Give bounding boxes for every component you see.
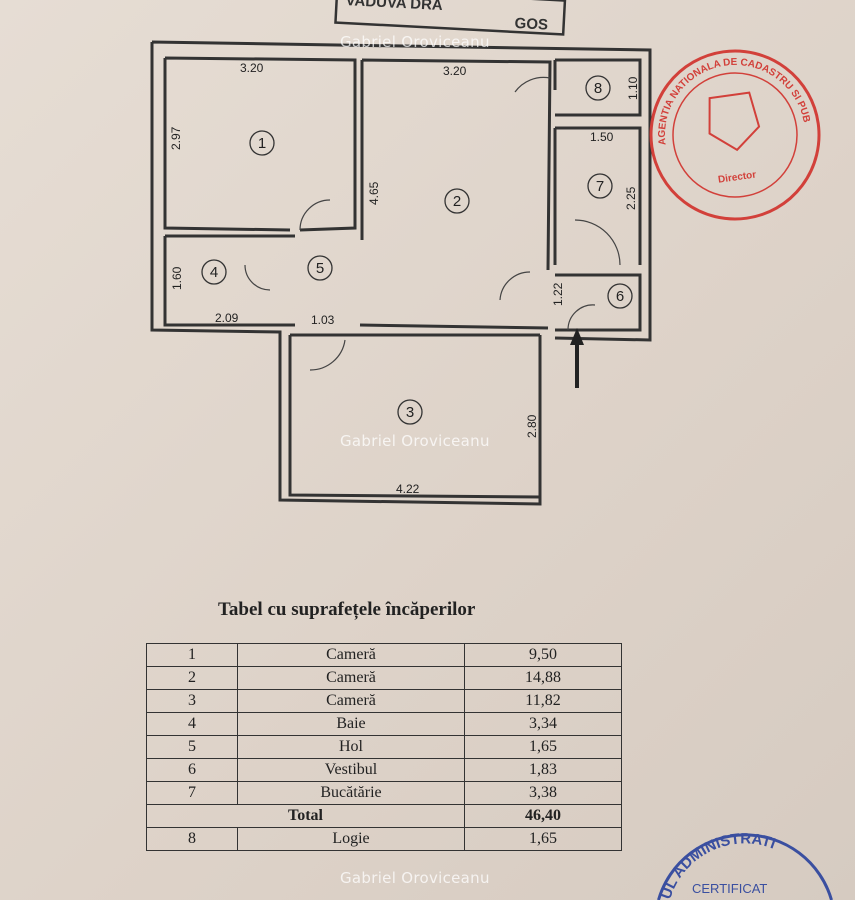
- dim-room6-width: 1.22: [551, 282, 565, 306]
- dim-room7-width: 1.50: [590, 130, 614, 144]
- room-name: Cameră: [237, 689, 465, 713]
- room-area: 3,34: [464, 712, 622, 736]
- certificate-stamp: UL ADMINISTRATI CERTIFICAT: [657, 830, 833, 900]
- dim-room3-width: 4.22: [396, 482, 420, 496]
- watermark: Gabriel Oroviceanu: [340, 432, 490, 450]
- dim-room8-height: 1.10: [626, 76, 640, 100]
- dim-room2-height: 4.65: [367, 181, 381, 205]
- room-area: 1,83: [464, 758, 622, 782]
- room-number-circles: [201, 75, 633, 425]
- room-name: Cameră: [237, 666, 465, 690]
- total-area: 46,40: [464, 804, 622, 828]
- room-area: 1,65: [464, 827, 622, 851]
- room-no: 2: [146, 666, 238, 690]
- stamp-certificat: CERTIFICAT: [692, 881, 767, 896]
- room-area: 1,65: [464, 735, 622, 759]
- room-no: 6: [146, 758, 238, 782]
- watermark: Gabriel Oroviceanu: [340, 33, 490, 51]
- room-no: 7: [146, 781, 238, 805]
- coat-of-arms-icon: [708, 91, 761, 152]
- walls: [150, 40, 652, 506]
- header-stamp-left: VADUVA DRA: [345, 0, 443, 14]
- table-title: Tabel cu suprafețele încăperilor: [218, 599, 476, 620]
- entry-arrow: [570, 328, 584, 388]
- room-number-8: 8: [594, 80, 602, 97]
- room-number-7: 7: [596, 178, 604, 195]
- room-number-6: 6: [616, 288, 624, 305]
- dim-room7-height: 2.25: [624, 186, 638, 210]
- room-name: Cameră: [237, 643, 465, 667]
- header-stamp-right: GOS: [514, 15, 548, 34]
- room-number-1: 1: [258, 135, 266, 152]
- room-number-5: 5: [316, 260, 324, 277]
- room-area: 3,38: [464, 781, 622, 805]
- header-stamp: VADUVA DRA GOS: [334, 0, 567, 36]
- room-no: 1: [146, 643, 238, 667]
- room-number-3: 3: [406, 404, 414, 421]
- dim-hall-width: 1.03: [311, 313, 335, 327]
- room-name: Logie: [237, 827, 465, 851]
- room-name: Baie: [237, 712, 465, 736]
- total-label: Total: [146, 804, 465, 828]
- room-no: 8: [146, 827, 238, 851]
- room-area: 11,82: [464, 689, 622, 713]
- dim-room4-height: 1.60: [170, 266, 184, 290]
- room-no: 5: [146, 735, 238, 759]
- room-area: 9,50: [464, 643, 622, 667]
- watermark: Gabriel Oroviceanu: [340, 869, 490, 887]
- room-name: Vestibul: [237, 758, 465, 782]
- dim-room2-width: 3.20: [443, 64, 467, 78]
- room-name: Bucătărie: [237, 781, 465, 805]
- room-number-4: 4: [210, 264, 218, 281]
- dim-room1-height: 2.97: [169, 126, 183, 150]
- room-area: 14,88: [464, 666, 622, 690]
- door-swings: [244, 76, 621, 371]
- room-no: 4: [146, 712, 238, 736]
- dim-room1-width: 3.20: [240, 61, 264, 75]
- room-name: Hol: [237, 735, 465, 759]
- dim-room4-width: 2.09: [215, 311, 239, 325]
- room-number-2: 2: [453, 193, 461, 210]
- dim-room3-height: 2.80: [525, 414, 539, 438]
- stamp-director: Director: [717, 169, 757, 185]
- room-no: 3: [146, 689, 238, 713]
